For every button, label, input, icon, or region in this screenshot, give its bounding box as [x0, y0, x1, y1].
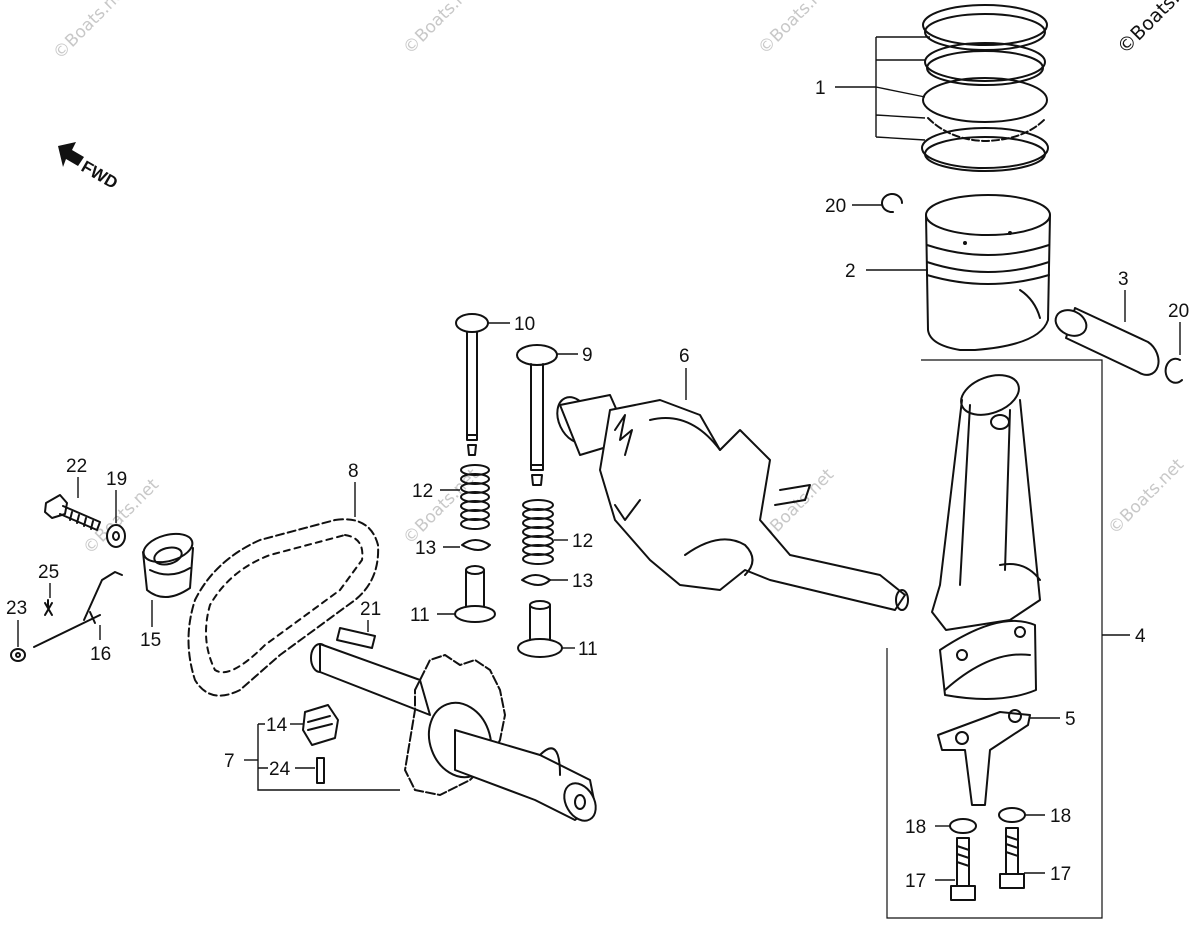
washer-19: [106, 524, 126, 548]
label-12a: 12: [412, 481, 433, 502]
tappet-left: [454, 565, 496, 623]
label-24: 24: [269, 759, 291, 780]
tappet-right: [517, 600, 563, 658]
leader-1: [835, 36, 930, 141]
chain-guide-15: [142, 532, 194, 598]
label-18b: 18: [1050, 806, 1071, 827]
piston-rings: [921, 4, 1049, 172]
lock-plate: [937, 709, 1031, 806]
watermark-corner: ©Boats.net: [1113, 0, 1200, 59]
label-7: 7: [224, 751, 235, 772]
connecting-rod: [931, 374, 1041, 631]
rod-bolt-right: [999, 827, 1025, 889]
label-20b: 20: [1168, 301, 1189, 322]
label-13b: 13: [572, 571, 593, 592]
woodruff-key: [336, 627, 376, 649]
label-18a: 18: [905, 817, 926, 838]
label-6: 6: [679, 346, 690, 367]
watermark: ©Boats.net: [1104, 455, 1188, 539]
rod-bolt-left: [950, 837, 976, 901]
label-14: 14: [266, 715, 288, 736]
label-20a: 20: [825, 196, 846, 217]
piston: [925, 194, 1051, 351]
label-19: 19: [106, 469, 127, 490]
clip-25: [44, 599, 53, 616]
watermark: ©Boats.net: [754, 0, 838, 59]
watermark: ©Boats.net: [49, 0, 133, 64]
crankshaft: [556, 394, 909, 611]
washer-right: [998, 807, 1026, 823]
label-5: 5: [1065, 709, 1076, 730]
bolt-22: [44, 494, 101, 531]
leader-7: [257, 723, 400, 791]
label-12b: 12: [572, 531, 593, 552]
label-15: 15: [140, 630, 161, 651]
label-13a: 13: [415, 538, 436, 559]
watermark: ©Boats.net: [399, 465, 483, 549]
piston-pin-clip-right: [1164, 357, 1183, 384]
spring-retainer-left: [461, 539, 491, 551]
label-17b: 17: [1050, 864, 1071, 885]
label-10: 10: [514, 314, 535, 335]
piston-pin-clip-upper: [881, 193, 903, 214]
dowel-pin: [316, 757, 325, 784]
decompressor-weight: [302, 704, 339, 746]
fwd-arrow-icon: [58, 142, 84, 167]
valve-intake: [455, 313, 489, 456]
connecting-rod-cap: [939, 619, 1037, 700]
label-11b: 11: [578, 639, 598, 660]
label-8: 8: [348, 461, 359, 482]
spring-retainer-right: [521, 574, 551, 586]
label-22: 22: [66, 456, 87, 477]
label-16: 16: [90, 644, 111, 665]
piston-pin: [1054, 307, 1160, 376]
label-23: 23: [6, 598, 27, 619]
label-2: 2: [845, 261, 856, 282]
label-21: 21: [360, 599, 381, 620]
watermark: ©Boats.net: [399, 0, 483, 59]
camshaft: [310, 643, 597, 822]
valve-spring-left: [460, 464, 490, 530]
label-3: 3: [1118, 269, 1129, 290]
cam-chain: [187, 518, 380, 697]
label-1: 1: [815, 78, 826, 99]
valve-spring-right: [522, 499, 554, 565]
label-17a: 17: [905, 871, 926, 892]
valve-exhaust: [516, 344, 558, 486]
fwd-label: FWD: [78, 157, 121, 193]
label-11a: 11: [410, 605, 430, 626]
washer-23: [10, 648, 26, 662]
label-4: 4: [1135, 626, 1146, 647]
label-25: 25: [38, 562, 59, 583]
decomp-shaft: [33, 571, 123, 648]
label-9: 9: [582, 345, 593, 366]
rod-assembly-box: [886, 359, 1103, 919]
fwd-indicator: FWD: [58, 142, 121, 193]
washer-left: [949, 818, 977, 834]
